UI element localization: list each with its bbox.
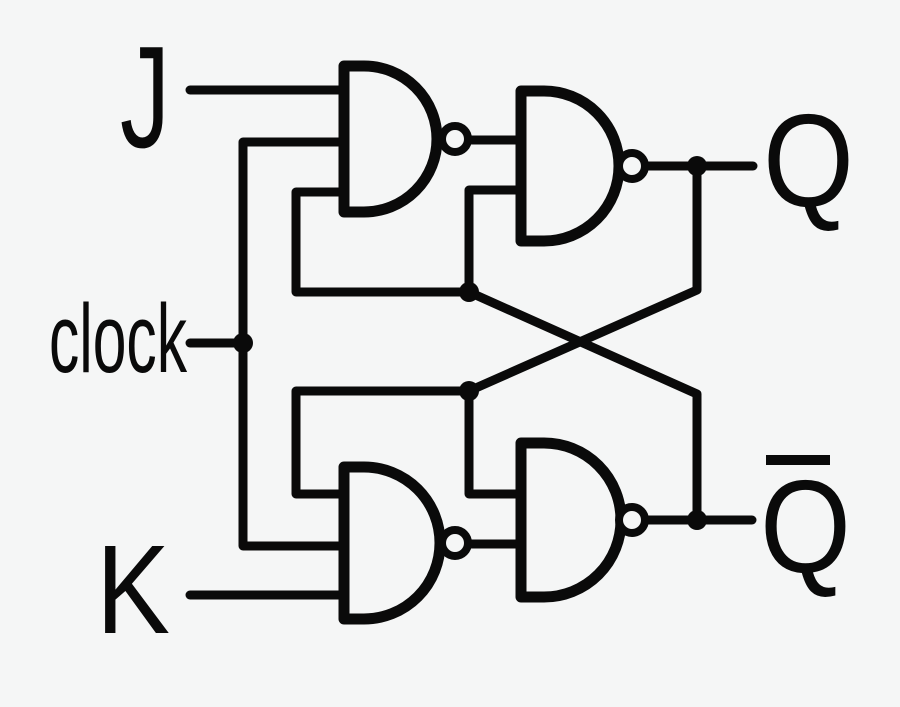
junction-dot-qbar-node: [459, 282, 479, 302]
nand-gate-3-body-icon: [338, 461, 446, 625]
label-q: Q: [763, 87, 854, 234]
junction-dot-q-output: [687, 156, 707, 176]
nand-gate-4-inversion-bubble-icon: [615, 503, 649, 537]
label-k: K: [96, 519, 170, 660]
label-j: J: [120, 16, 170, 178]
wire-q-feedback-to-nand3: [291, 386, 474, 499]
wire-q-riser-to-nand4: [464, 386, 526, 499]
nand-gate-4-body-icon: [515, 437, 627, 603]
q-bar-overline: [766, 455, 830, 465]
wire-q-cross-coupling: [464, 161, 702, 396]
junction-dot-clock: [233, 333, 253, 353]
nand-gate-3-inversion-bubble-icon: [438, 526, 472, 560]
nand-gate-2-body-icon: [515, 85, 625, 247]
wire-qbar-feedback-to-nand1: [291, 187, 474, 297]
label-clock: clock: [49, 284, 187, 393]
nand-gate-1-body-icon: [338, 60, 443, 218]
nand-gate-4: [515, 437, 649, 603]
junction-dot-q-node: [459, 381, 479, 401]
label-q-bar-letter: Q: [760, 453, 851, 600]
nand-gate-1-inversion-bubble-icon: [438, 122, 472, 156]
nand-gate-1: [338, 60, 472, 218]
junction-dots: [233, 156, 707, 530]
nand-gate-2: [515, 85, 649, 247]
junction-dot-qbar-output: [687, 510, 707, 530]
label-q-bar: Q: [760, 453, 851, 600]
wire-qbar-cross-coupling: [464, 287, 702, 525]
nand-gate-2-inversion-bubble-icon: [615, 149, 649, 183]
wire-qbar-riser-to-nand2: [464, 185, 526, 297]
labels: J clock K Q Q: [49, 16, 854, 660]
nand-gate-3: [338, 461, 472, 625]
